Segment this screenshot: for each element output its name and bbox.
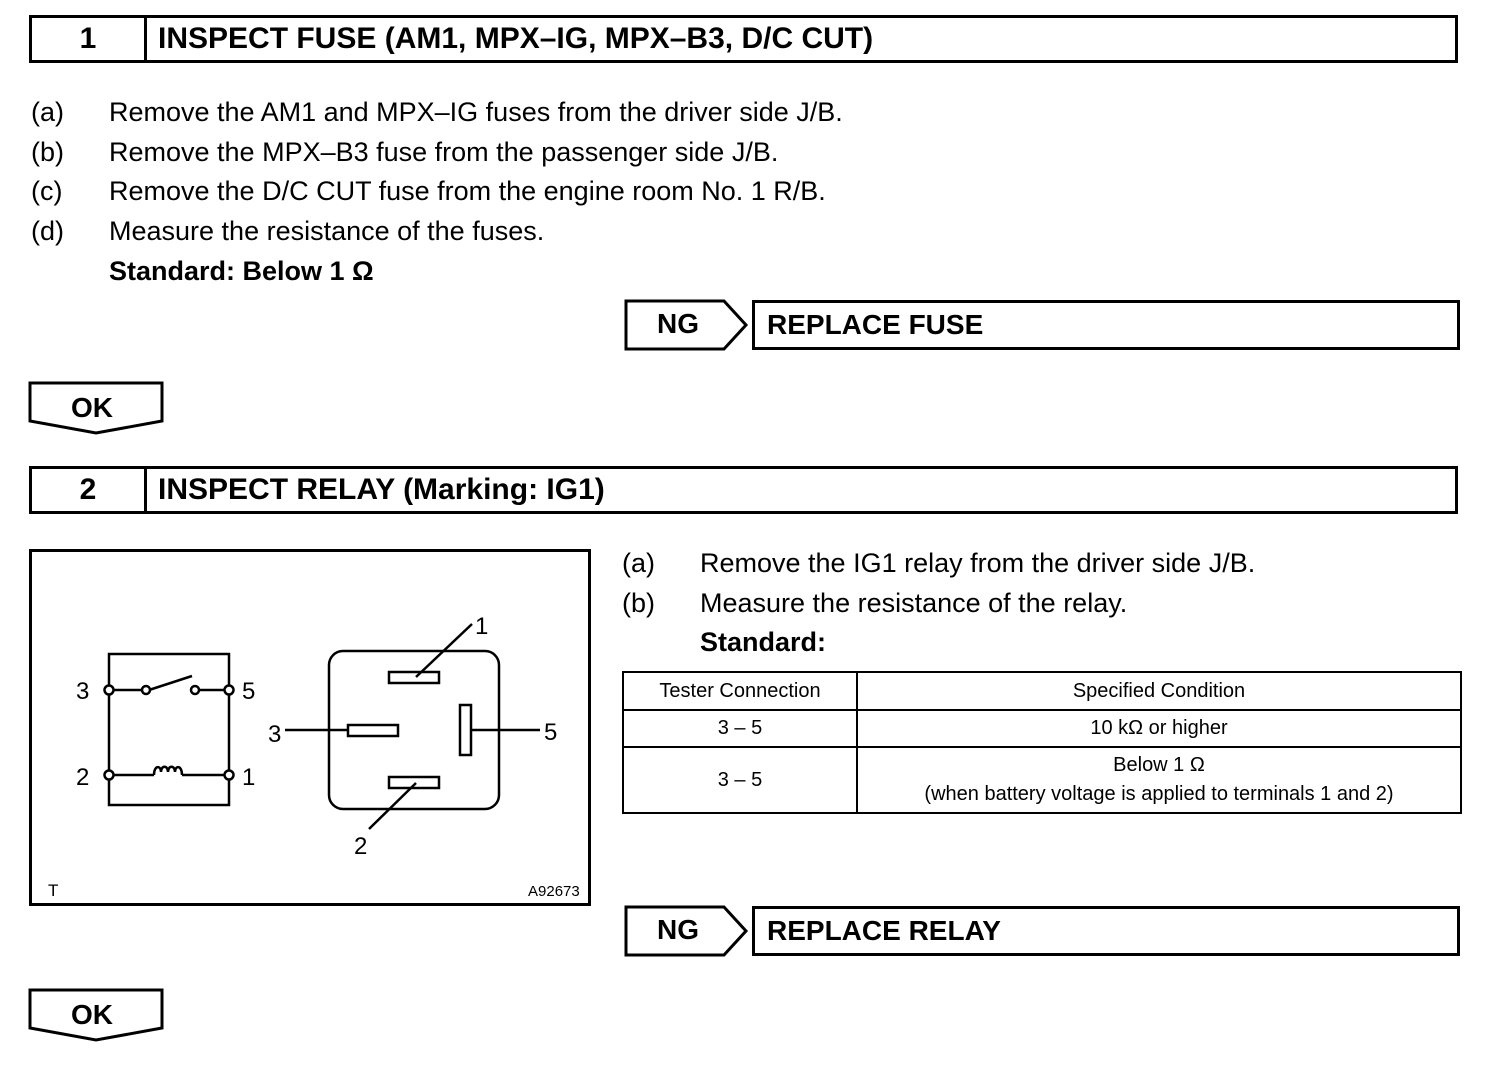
table-header: Tester Connection xyxy=(622,671,858,711)
condition-note: (when battery voltage is applied to term… xyxy=(924,783,1394,805)
step-1-standard: Standard: Below 1 Ω xyxy=(109,256,374,286)
step-2-header: 2 INSPECT RELAY (Marking: IG1) xyxy=(29,466,1458,514)
step-2-ng-label: NG xyxy=(657,914,699,945)
relay-terminal-1: 1 xyxy=(475,613,488,640)
item-text: Remove the AM1 and MPX–IG fuses from the… xyxy=(109,97,843,127)
item-label: (b) xyxy=(622,588,655,618)
item-text: Measure the resistance of the fuses. xyxy=(109,216,545,246)
schematic-terminal-3: 3 xyxy=(76,678,89,705)
item-text: Remove the IG1 relay from the driver sid… xyxy=(700,548,1256,578)
schematic-terminal-5: 5 xyxy=(242,678,255,705)
relay-body xyxy=(285,623,540,830)
schematic-terminal-2: 2 xyxy=(76,764,89,791)
table-header-row: Tester Connection Specified Condition xyxy=(622,671,1462,711)
step-1-ng-label: NG xyxy=(657,308,699,339)
ok-arrow-icon xyxy=(28,988,164,1042)
item-label: (c) xyxy=(31,176,63,206)
relay-figure: 3 5 2 1 1 3 5 2 T A92673 xyxy=(29,549,591,906)
schematic-terminal-1: 1 xyxy=(242,764,255,791)
table-header: Specified Condition xyxy=(856,671,1462,711)
relay-diagram: 3 5 2 1 1 3 5 2 T A92673 xyxy=(48,613,580,900)
step-1-ng-action[interactable]: REPLACE FUSE xyxy=(752,300,1460,350)
table-cell-condition: 10 kΩ or higher xyxy=(856,709,1462,748)
table-cell-connection: 3 – 5 xyxy=(622,709,858,748)
spec-table: Tester Connection Specified Condition 3 … xyxy=(622,671,1462,814)
step-2-ng-action[interactable]: REPLACE RELAY xyxy=(752,906,1460,956)
item-label: (b) xyxy=(31,137,64,167)
table-row: 3 – 5 10 kΩ or higher xyxy=(622,709,1462,748)
item-text: Remove the D/C CUT fuse from the engine … xyxy=(109,176,826,206)
ok-arrow-icon xyxy=(28,381,164,435)
ng-arrow-icon xyxy=(624,299,749,351)
table-cell-condition: Below 1 Ω (when battery voltage is appli… xyxy=(856,746,1462,814)
step-2-standard: Standard: xyxy=(700,627,827,657)
item-label: (a) xyxy=(622,548,655,578)
step-2-number: 2 xyxy=(32,469,147,511)
step-1-title: INSPECT FUSE (AM1, MPX–IG, MPX–B3, D/C C… xyxy=(158,22,874,55)
table-cell-connection: 3 – 5 xyxy=(622,746,858,814)
relay-schematic xyxy=(103,652,235,807)
item-label: (a) xyxy=(31,97,64,127)
step-1-ok-label[interactable]: OK xyxy=(71,392,113,423)
relay-terminal-2: 2 xyxy=(354,833,367,860)
condition-value: Below 1 Ω xyxy=(1113,754,1205,776)
table-row: 3 – 5 Below 1 Ω (when battery voltage is… xyxy=(622,746,1462,814)
item-text: Remove the MPX–B3 fuse from the passenge… xyxy=(109,137,779,167)
item-text: Measure the resistance of the relay. xyxy=(700,588,1128,618)
figure-id: A92673 xyxy=(528,883,580,900)
item-label: (d) xyxy=(31,216,64,246)
ng-arrow-icon xyxy=(624,905,749,957)
step-2-title: INSPECT RELAY (Marking: IG1) xyxy=(158,473,605,506)
relay-terminal-3: 3 xyxy=(268,721,281,748)
figure-corner-letter: T xyxy=(48,881,58,900)
step-1-number: 1 xyxy=(32,18,147,60)
step-2-ok-label[interactable]: OK xyxy=(71,999,113,1030)
relay-terminal-5: 5 xyxy=(544,719,557,746)
step-1-header: 1 INSPECT FUSE (AM1, MPX–IG, MPX–B3, D/C… xyxy=(29,15,1458,63)
